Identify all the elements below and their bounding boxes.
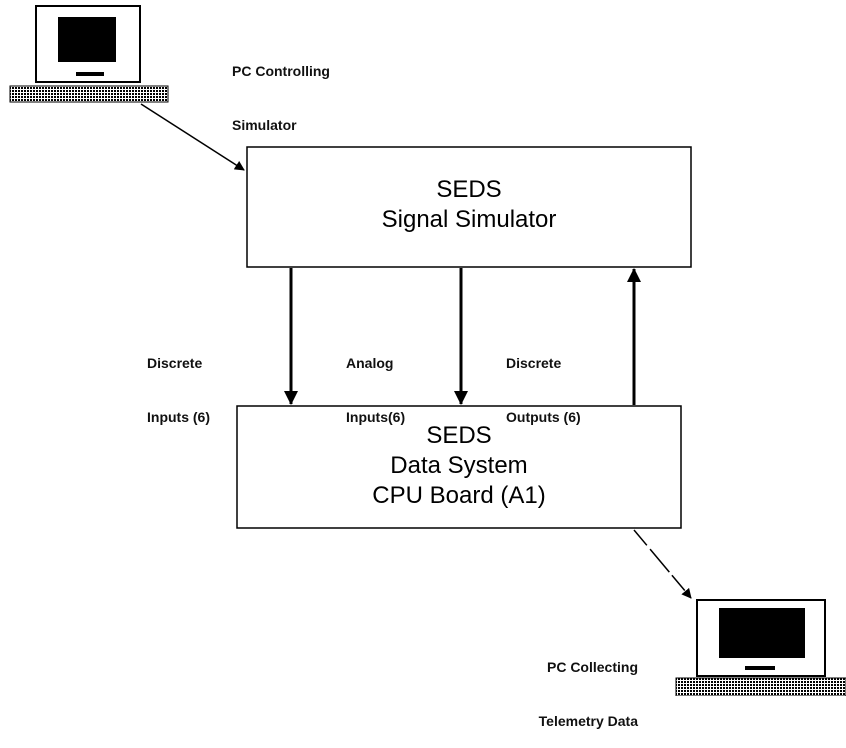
discrete-outputs-label: Discrete Outputs (6): [506, 318, 581, 444]
pc-to-simulator-arrow: [140, 103, 245, 171]
cpu-to-pc-arrow: [633, 529, 692, 599]
cpu-board-title: SEDS Data System CPU Board (A1): [237, 421, 681, 511]
diagram-canvas: [9, 5, 846, 696]
signal-simulator-title: SEDS Signal Simulator: [247, 175, 691, 235]
cpu-board-line3: CPU Board (A1): [372, 482, 546, 509]
drive-slot: [745, 666, 775, 670]
discrete-inputs-line2: Inputs (6): [147, 409, 210, 425]
screen: [58, 17, 116, 62]
screen: [719, 608, 805, 658]
cpu-board-line2: Data System: [390, 452, 528, 479]
discrete-inputs-line1: Discrete: [147, 355, 203, 371]
analog-inputs-line2: Inputs(6): [346, 409, 406, 425]
pc-controlling-label-line1: PC Controlling: [232, 63, 330, 79]
signal-simulator-line1: SEDS: [436, 176, 502, 203]
pc-collecting-telemetry-icon: [675, 599, 846, 696]
discrete-outputs-line2: Outputs (6): [506, 409, 581, 425]
keyboard-icon: [9, 85, 169, 103]
drive-slot: [76, 72, 104, 76]
pc-controlling-label-line2: Simulator: [232, 117, 297, 133]
pc-collecting-label-line1: PC Collecting: [546, 659, 638, 675]
discrete-inputs-label: Discrete Inputs (6): [147, 318, 210, 444]
keyboard-icon: [675, 677, 846, 696]
pc-collecting-label: PC Collecting Telemetry Data: [460, 622, 638, 748]
pc-collecting-label-line2: Telemetry Data: [538, 713, 638, 729]
cpu-board-box: [236, 405, 682, 529]
discrete-outputs-line1: Discrete: [506, 355, 562, 371]
analog-inputs-line1: Analog: [346, 355, 394, 371]
signal-simulator-line2: Signal Simulator: [381, 206, 557, 233]
analog-inputs-label: Analog Inputs(6): [346, 318, 405, 444]
signal-simulator-box: [246, 146, 692, 268]
cpu-board-line1: SEDS: [426, 422, 492, 449]
pc-controlling-simulator-icon: [9, 5, 169, 103]
pc-controlling-label: PC Controlling Simulator: [232, 26, 330, 152]
